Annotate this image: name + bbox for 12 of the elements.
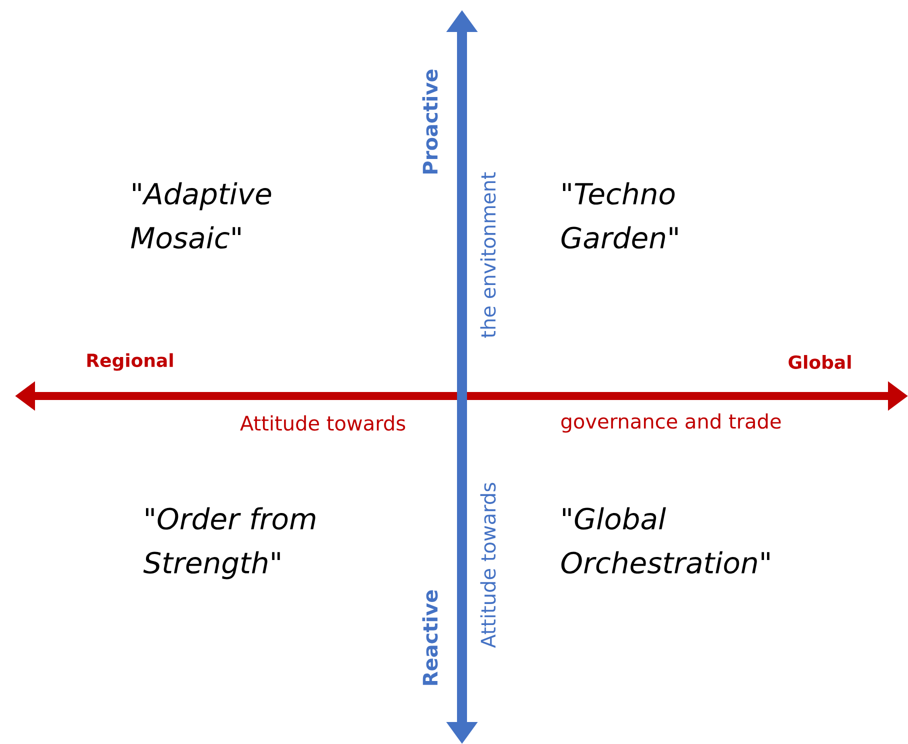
- axis-title: Attitude towards: [480, 482, 496, 648]
- axis-pole-label: Global: [788, 355, 851, 369]
- axis-pole-label: Regional: [87, 353, 173, 371]
- axis-pole-label: Reactive: [422, 590, 438, 685]
- axis-title: Attitude towards: [240, 415, 406, 431]
- scenario-label: "Adaptive Mosaic": [131, 182, 272, 249]
- axis-title: governance and trade: [561, 413, 781, 433]
- scenario-label: "Global Orchestration": [561, 507, 770, 574]
- axis-pole-label: Proactive: [422, 70, 438, 174]
- scenario-label: "Order from Strength": [143, 507, 316, 580]
- scenario-label: "Techno Garden": [562, 182, 678, 249]
- axis-title: the envitonment: [480, 172, 496, 338]
